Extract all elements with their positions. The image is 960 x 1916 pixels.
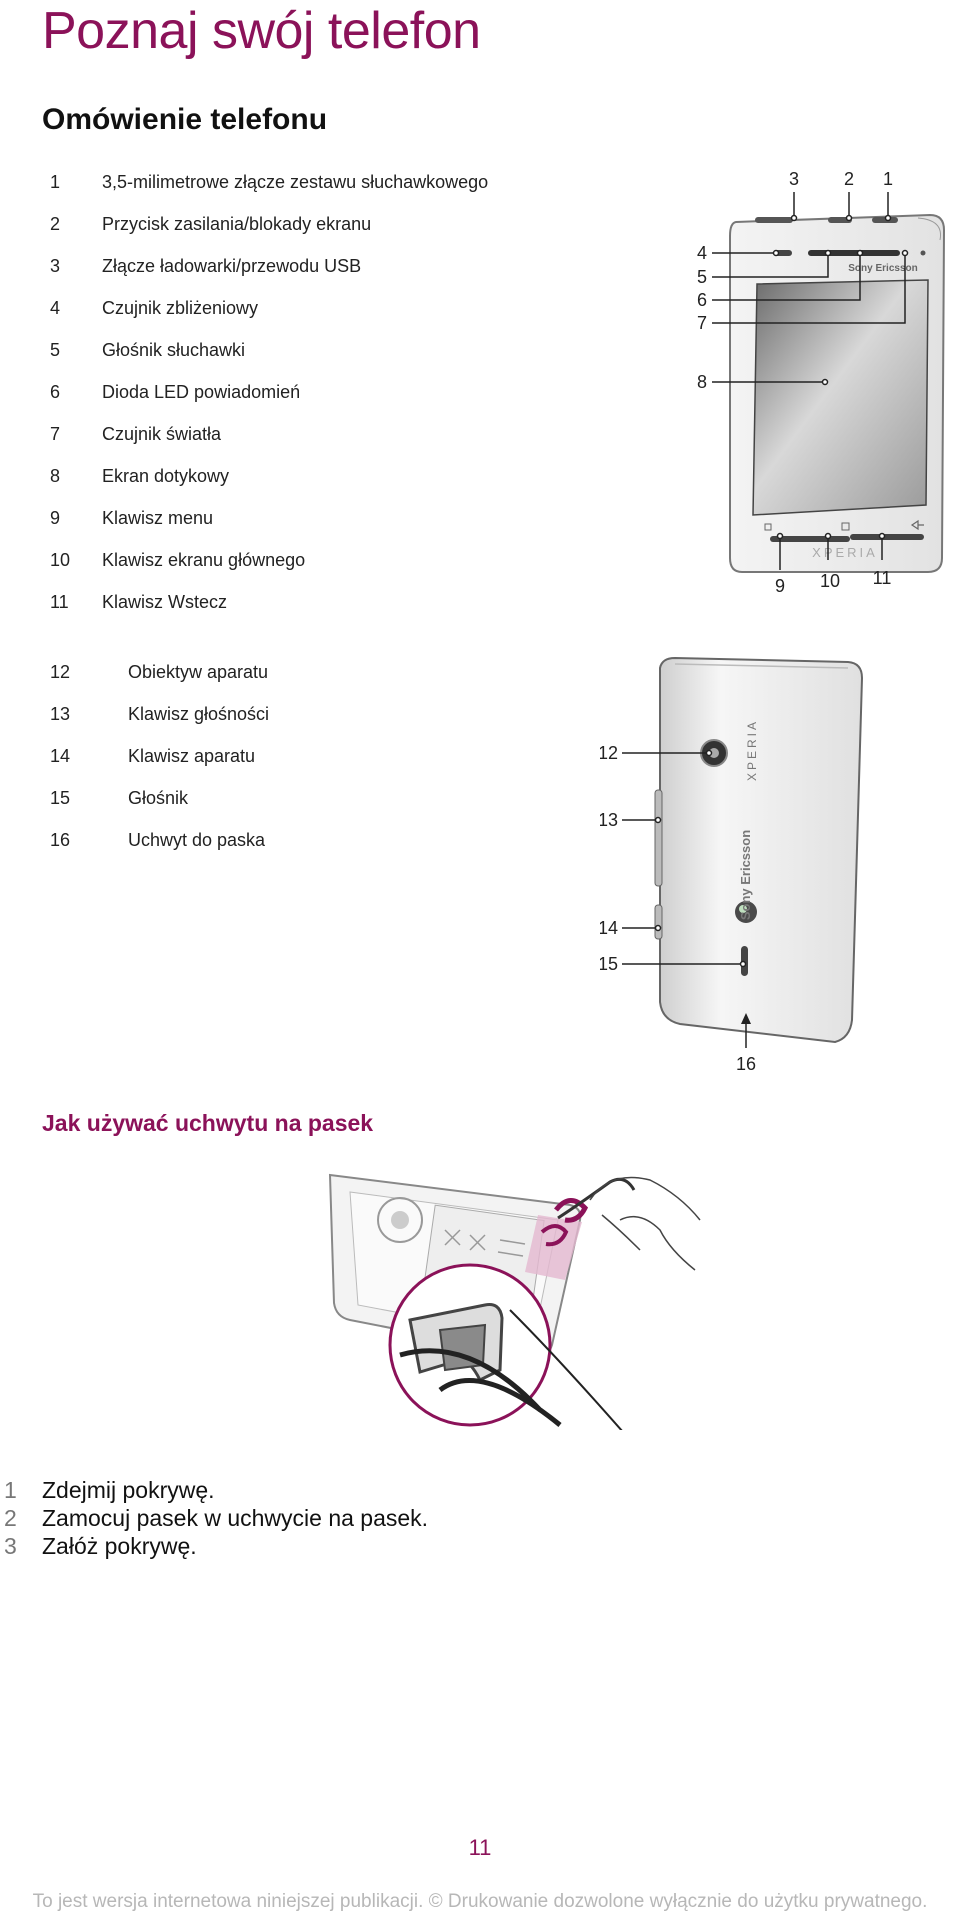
back-brand-text: Sony Ericsson [738,830,753,920]
item-number: 8 [50,466,61,486]
front-model-text: XPERIA [812,545,878,560]
list-item: 1 Zdejmij pokrywę. [4,1476,215,1504]
callout-1: 1 [883,169,893,189]
callout-8: 8 [697,372,707,392]
footer-note: To jest wersja internetowa niniejszej pu… [32,1891,928,1912]
item-number: 6 [50,382,61,402]
callout-15: 15 [600,954,618,974]
phone-back-diagram: Sony Ericsson XPERIA 12 13 14 15 16 [600,656,864,1074]
callout-2: 2 [844,169,854,189]
callout-13: 13 [600,810,618,830]
callout-11: 11 [873,568,892,588]
subsection-title: Jak używać uchwytu na pasek [42,1110,374,1136]
home-key-icon [841,522,850,531]
camera-key [654,904,663,940]
step-number: 1 [4,1477,17,1503]
item-label: Obiektyw aparatu [128,662,269,682]
item-label: Klawisz ekranu głównego [102,550,306,570]
item-label: Czujnik światła [102,424,222,444]
item-label: Klawisz menu [102,508,214,528]
light-sensor [920,250,926,256]
phone-front-diagram: Sony Ericsson XPERIA 3 2 1 [697,169,946,596]
back-key-icon [910,519,924,531]
speaker-grille [741,946,748,976]
hand-drawing [589,1176,701,1271]
item-number: 14 [50,746,71,766]
earpiece-speaker [808,250,900,256]
list-item: 3 Załóż pokrywę. [4,1532,197,1560]
item-number: 10 [50,550,71,570]
item-label: Dioda LED powiadomień [102,382,301,402]
item-number: 7 [50,424,61,444]
item-number: 13 [50,704,71,724]
step-number: 3 [4,1533,17,1559]
callout-12: 12 [600,743,618,763]
step-number: 2 [4,1505,17,1531]
item-number: 11 [50,592,69,612]
section-title: Omówienie telefonu [42,103,328,136]
item-number: 3 [50,256,61,276]
item-label: Głośnik słuchawki [102,340,246,360]
step-text: Zdejmij pokrywę. [42,1477,215,1503]
callout-5: 5 [697,267,707,287]
touchscreen [752,279,929,516]
camera-cutout [377,1197,423,1243]
item-number: 4 [50,298,61,318]
item-number: 1 [50,172,61,192]
front-brand-text: Sony Ericsson [848,263,917,274]
item-label: Klawisz aparatu [128,746,256,766]
callout-9: 9 [775,576,785,596]
back-model-text: XPERIA [745,719,759,781]
item-label: 3,5-milimetrowe złącze zestawu słuchawko… [102,172,489,192]
item-label: Klawisz głośności [128,704,270,724]
item-number: 2 [50,214,61,234]
item-number: 9 [50,508,61,528]
item-label: Przycisk zasilania/blokady ekranu [102,214,372,234]
callout-10: 10 [820,571,840,591]
item-label: Czujnik zbliżeniowy [102,298,259,318]
item-label: Ekran dotykowy [102,466,230,486]
item-label: Uchwyt do paska [128,830,266,850]
callout-3: 3 [789,169,799,189]
menu-key-icon [764,523,772,531]
item-label: Złącze ładowarki/przewodu USB [102,256,362,276]
callout-4: 4 [697,243,707,263]
step-text: Załóż pokrywę. [42,1533,197,1559]
page-number: 11 [468,1835,492,1860]
strap-illustration [328,1173,701,1430]
rotate-arrow-icon [554,1198,589,1223]
item-number: 15 [50,788,71,808]
page-title: Poznaj swój telefon [42,2,481,60]
item-number: 5 [50,340,61,360]
callout-6: 6 [697,290,707,310]
phone-back-body [659,656,864,1044]
step-text: Zamocuj pasek w uchwycie na pasek. [42,1505,429,1531]
callout-14: 14 [600,918,618,938]
usb-port [755,217,793,223]
item-number: 12 [50,662,71,682]
item-number: 16 [50,830,71,850]
item-label: Głośnik [128,788,189,808]
item-label: Klawisz Wstecz [102,592,228,612]
callout-16: 16 [736,1054,756,1074]
list-item: 2 Zamocuj pasek w uchwycie na pasek. [4,1504,429,1532]
callout-7: 7 [697,313,707,333]
headset-jack [872,217,898,223]
volume-key [654,789,663,887]
